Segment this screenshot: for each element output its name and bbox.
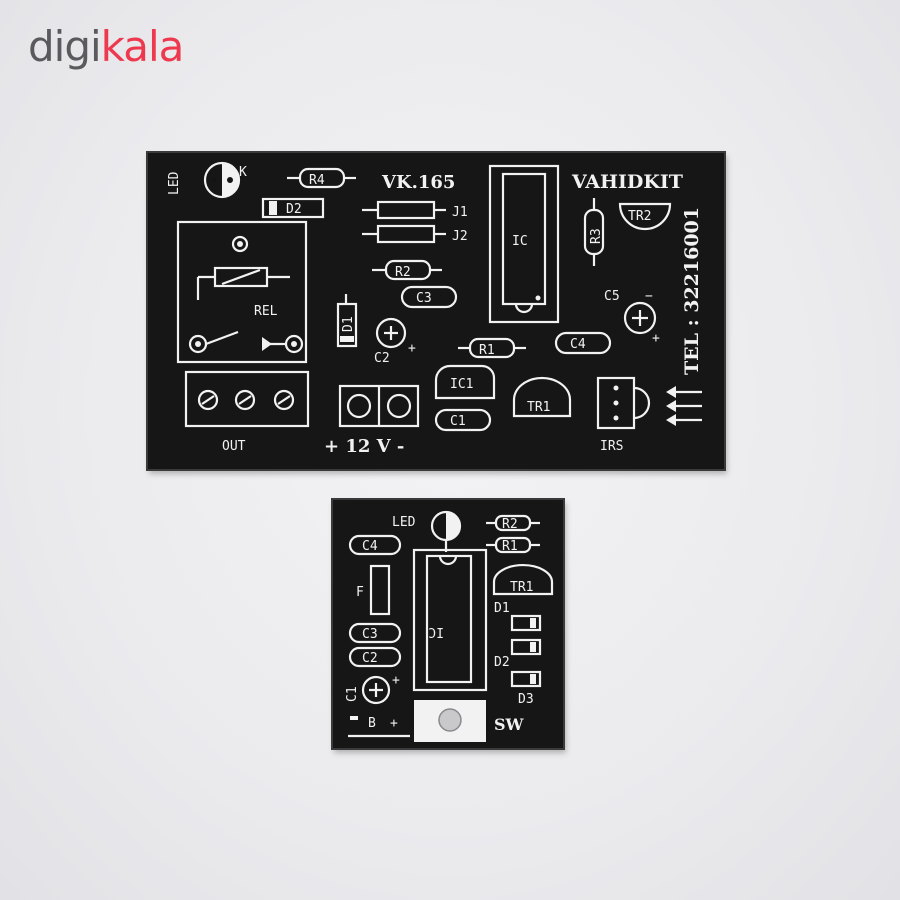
brand-logo: digikala: [28, 22, 185, 71]
svg-text:TR2: TR2: [628, 209, 651, 224]
capacitor-c3: C3: [400, 285, 458, 309]
svg-text:F: F: [356, 585, 364, 600]
resistor-r1: R1: [458, 337, 526, 359]
tel-label: TEL : 32216001: [681, 207, 703, 375]
transistor-tr2: TR2: [618, 202, 672, 231]
svg-text:R2: R2: [502, 517, 518, 532]
svg-text:TR1: TR1: [527, 400, 550, 415]
capacitor-c2: C2 +: [374, 317, 416, 366]
svg-text:IC: IC: [428, 624, 444, 639]
power-connector: + 12 V -: [324, 384, 420, 457]
svg-text:R2: R2: [395, 265, 411, 280]
svg-text:+: +: [652, 331, 660, 346]
svg-text:R3: R3: [589, 228, 604, 244]
fuse-f: F: [356, 564, 391, 616]
resistor-r4: R4: [287, 167, 356, 189]
svg-text:D2: D2: [494, 655, 510, 670]
capacitor-c3-small: C3: [348, 622, 402, 644]
svg-text:D1: D1: [341, 316, 356, 332]
svg-text:C5: C5: [604, 289, 620, 304]
resistor-r3: R3: [583, 198, 605, 266]
svg-text:C4: C4: [570, 337, 586, 352]
capacitor-c5: C5 − +: [604, 289, 660, 346]
regulator-ic1: IC1: [434, 364, 496, 400]
svg-text:OUT: OUT: [222, 439, 246, 454]
resistor-r2-small: R2: [486, 514, 540, 532]
svg-text:R1: R1: [479, 343, 495, 358]
svg-text:−: −: [645, 289, 653, 304]
svg-text:C2: C2: [374, 351, 390, 366]
ir-sensor: IRS: [596, 376, 702, 454]
relay-footprint: REL: [176, 220, 308, 364]
svg-text:IC: IC: [512, 234, 528, 249]
led-footprint-1: LED K: [167, 161, 247, 199]
svg-text:LED: LED: [392, 515, 416, 530]
svg-text:IC1: IC1: [450, 377, 473, 392]
svg-text:C1: C1: [450, 414, 466, 429]
capacitor-c1-small: C1 +: [345, 673, 400, 705]
svg-text:+: +: [392, 673, 400, 688]
svg-text:J1: J1: [452, 205, 468, 220]
svg-text:C1: C1: [345, 686, 360, 702]
power-label: + 12 V -: [324, 436, 404, 457]
svg-text:IRS: IRS: [600, 439, 623, 454]
svg-text:SW: SW: [494, 715, 525, 734]
svg-text:D3: D3: [518, 692, 534, 707]
jumper-j1: J1: [362, 200, 468, 220]
logo-part-gray: digi: [28, 22, 102, 71]
ic-socket: IC: [488, 164, 560, 324]
terminal-out: OUT: [184, 370, 310, 454]
maker-label: VAHIDKIT: [571, 171, 683, 193]
resistor-r2: R2: [372, 259, 442, 281]
svg-text:R4: R4: [309, 173, 325, 188]
model-label: VK.165: [381, 172, 455, 193]
svg-text:R1: R1: [502, 539, 518, 554]
logo-part-red: kala: [100, 22, 185, 71]
ic-socket-small: IC: [412, 548, 488, 692]
transistor-tr1-small: TR1: [492, 564, 554, 596]
battery-b: B +: [348, 716, 410, 738]
capacitor-c4-small: C4: [348, 534, 402, 556]
svg-text:D2: D2: [286, 202, 302, 217]
diodes-d1-d3: D1 D2 D3: [494, 601, 542, 707]
jumper-j2: J2: [362, 224, 468, 244]
led-label: LED: [167, 171, 182, 195]
transistor-tr1: TR1: [512, 376, 572, 418]
diode-d2: D2: [261, 197, 325, 219]
svg-text:J2: J2: [452, 229, 468, 244]
svg-text:+: +: [408, 341, 416, 356]
capacitor-c1: C1: [434, 408, 492, 432]
svg-text:C4: C4: [362, 539, 378, 554]
pcb-board-large: LED K R4 VK.165 VAHIDKIT D2 J1: [146, 151, 726, 471]
svg-text:+: +: [390, 716, 398, 731]
svg-text:C3: C3: [416, 291, 432, 306]
svg-text:B: B: [368, 716, 376, 731]
svg-text:C3: C3: [362, 627, 378, 642]
k-label: K: [239, 165, 247, 180]
svg-text:C2: C2: [362, 651, 378, 666]
svg-text:REL: REL: [254, 304, 278, 319]
svg-text:D1: D1: [494, 601, 510, 616]
capacitor-c2-small: C2: [348, 646, 402, 668]
capacitor-c4: C4: [554, 331, 612, 355]
switch-sw: SW: [414, 700, 525, 742]
diode-d1: D1: [336, 294, 358, 348]
svg-text:TR1: TR1: [510, 580, 533, 595]
pcb-board-small: LED R2 R1 C4 IC: [331, 498, 565, 750]
resistor-r1-small: R1: [486, 536, 540, 554]
